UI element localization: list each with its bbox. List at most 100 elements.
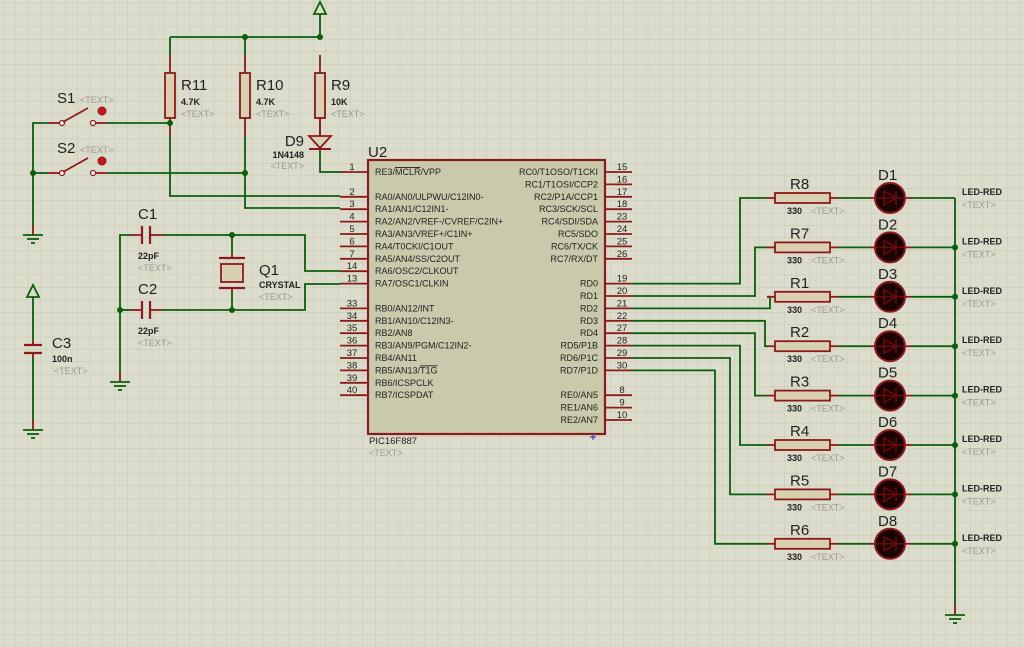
wire[interactable] xyxy=(632,369,767,545)
wire[interactable] xyxy=(119,234,130,372)
pin-label: RB7/ICSPDAT xyxy=(375,390,434,400)
resistor-ref: R1 xyxy=(790,275,809,292)
text-placeholder: <TEXT> xyxy=(270,161,304,171)
switch-s1[interactable]: S1<TEXT> xyxy=(48,90,114,127)
wire[interactable] xyxy=(632,197,767,285)
pin-label: RE3/MCLR/VPP xyxy=(375,167,441,177)
wire[interactable] xyxy=(632,332,767,397)
pin-label: RB5/AN13/T1G xyxy=(375,365,438,375)
pin-label: RC2/P1A/CCP1 xyxy=(534,192,598,202)
led-ref: D8 xyxy=(878,513,897,530)
switch-s2[interactable]: S2<TEXT> xyxy=(48,140,114,177)
resistor-ref: R10 xyxy=(256,77,284,94)
led-value: LED-RED xyxy=(962,286,1002,296)
pin-number: 25 xyxy=(617,236,628,247)
ground-symbol[interactable] xyxy=(945,605,965,624)
wire[interactable] xyxy=(632,344,767,446)
pin-number: 34 xyxy=(347,311,358,322)
wire[interactable] xyxy=(169,136,340,197)
ground-symbol[interactable] xyxy=(23,225,43,244)
wire[interactable] xyxy=(632,357,767,496)
led-value: LED-RED xyxy=(962,187,1002,197)
wire[interactable] xyxy=(32,122,48,225)
led-value: LED-RED xyxy=(962,533,1002,543)
text-placeholder: <TEXT> xyxy=(962,398,996,408)
pin-number: 26 xyxy=(617,249,628,260)
wire[interactable] xyxy=(632,319,767,348)
text-placeholder: <TEXT> xyxy=(331,109,365,119)
wire[interactable] xyxy=(319,150,340,173)
ground-symbol[interactable] xyxy=(23,420,43,439)
crystal-value: CRYSTAL xyxy=(259,280,301,290)
wire[interactable] xyxy=(244,136,340,209)
pin-label: RA1/AN1/C12IN1- xyxy=(375,204,449,214)
pin-label: RB2/AN8 xyxy=(375,328,413,338)
text-placeholder: <TEXT> xyxy=(811,206,845,216)
ground-symbol[interactable] xyxy=(110,372,130,391)
wire[interactable] xyxy=(632,246,767,297)
pin-label: RE0/AN5 xyxy=(560,390,598,400)
